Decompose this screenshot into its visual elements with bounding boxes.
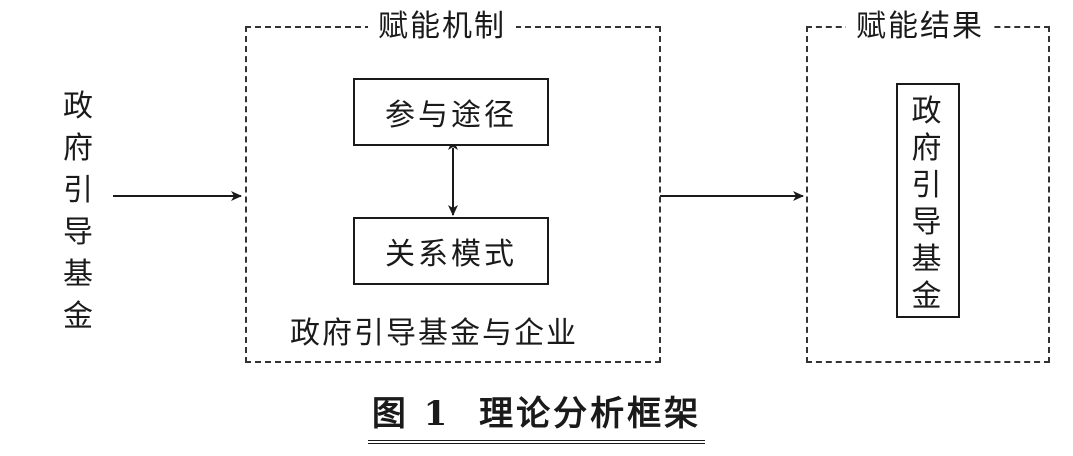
figure-number: 图 1 [371,394,451,434]
figure-caption: 图 1 理论分析框架 [0,392,1073,444]
result-content-label: 政府引导基金 [911,94,945,314]
mechanism-title: 赋能机制 [368,9,516,45]
result-content-box: 政府引导基金 [896,83,960,318]
figure-title: 理论分析框架 [479,394,702,434]
mechanism-footer: 政府引导基金与企业 [290,316,578,351]
relationship-mode-label: 关系模式 [385,237,517,272]
relationship-mode-box: 关系模式 [353,217,549,285]
participation-path-label: 参与途径 [385,98,517,133]
input-label: 政府引导基金 [63,89,93,334]
result-title: 赋能结果 [846,9,994,45]
participation-path-box: 参与途径 [353,78,549,146]
